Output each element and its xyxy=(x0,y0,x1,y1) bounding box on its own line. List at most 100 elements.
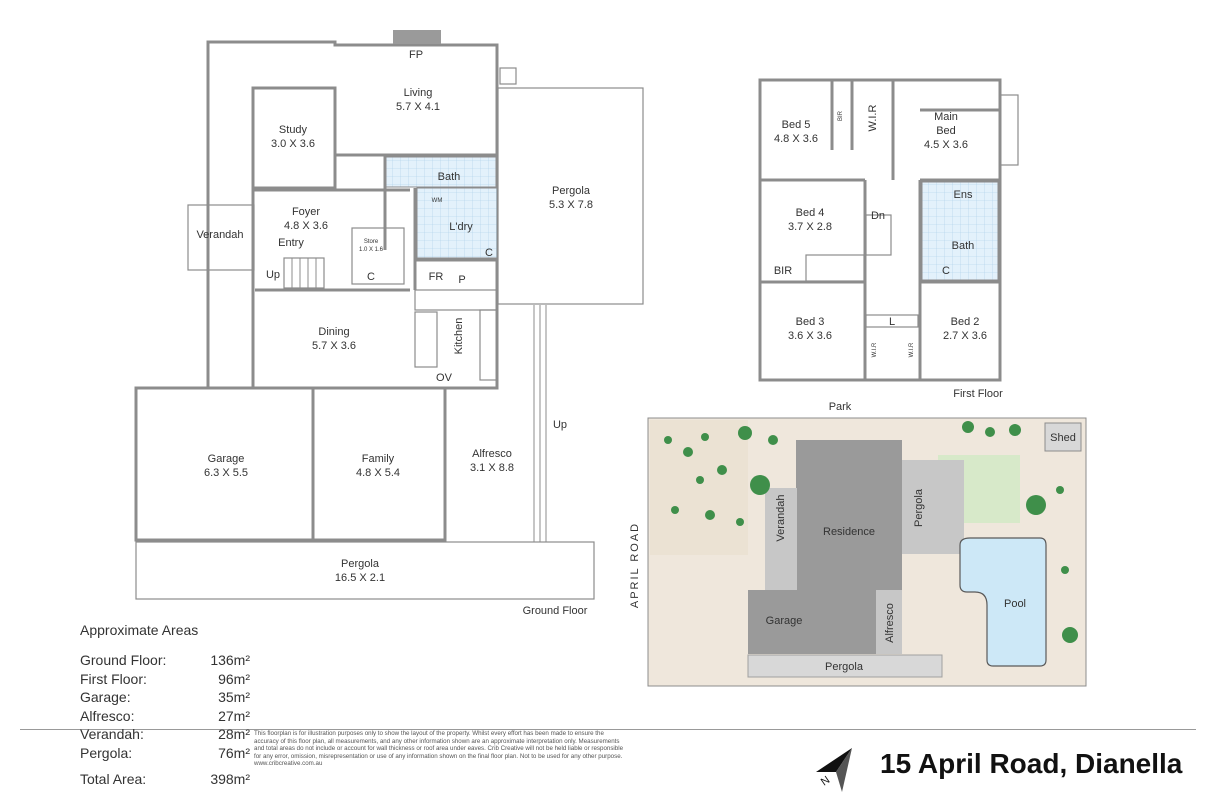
entry-name: Entry xyxy=(278,237,304,249)
garage-name: Garage xyxy=(208,453,245,465)
north-label: N xyxy=(819,774,832,788)
ramp-up-label: Up xyxy=(553,419,567,431)
shed-label: Shed xyxy=(1050,432,1076,444)
site-garage-label: Garage xyxy=(766,615,803,627)
garage-dims: 6.3 X 5.5 xyxy=(204,467,248,479)
areas-title: Approximate Areas xyxy=(80,622,199,638)
site-garage-block xyxy=(748,590,822,654)
bed2-dims: 2.7 X 3.6 xyxy=(943,330,987,342)
laundry-tiles xyxy=(416,187,498,259)
pergola-side-dims: 5.3 X 7.8 xyxy=(549,199,593,211)
area-row-value: 136m² xyxy=(210,652,250,668)
area-row-label: Pergola: xyxy=(80,744,133,761)
site-pergola-label: Pergola xyxy=(913,488,925,527)
area-row-label: Garage: xyxy=(80,689,131,705)
wir-bed3-label: W.I.R xyxy=(872,342,878,357)
property-address: 15 April Road, Dianella xyxy=(880,748,1183,779)
fp-label: FP xyxy=(409,49,423,61)
stair-up-label: Up xyxy=(266,269,280,281)
living-dims: 5.7 X 4.1 xyxy=(396,101,440,113)
area-row-label: Verandah: xyxy=(80,726,144,742)
pool-label: Pool xyxy=(1004,598,1026,610)
store-name: Store xyxy=(364,239,379,245)
linen-box xyxy=(865,314,919,328)
site-pergola-front-block xyxy=(747,654,943,678)
main-bed-line1: Main xyxy=(934,111,958,123)
area-total-row: Total Area:398m² xyxy=(80,771,250,790)
ground-floor-title: Ground Floor xyxy=(523,605,588,617)
first-floor-interior-walls xyxy=(760,80,1000,380)
residence-label: Residence xyxy=(823,526,875,538)
area-row: Ground Floor: 136m² xyxy=(80,652,250,671)
dining-name: Dining xyxy=(318,326,349,338)
store-box xyxy=(351,227,405,285)
site-alfresco-label: Alfresco xyxy=(884,603,896,643)
pergola-side-name: Pergola xyxy=(552,185,591,197)
area-row: Alfresco: 27m² xyxy=(80,708,250,727)
bed5-dims: 4.8 X 3.6 xyxy=(774,133,818,145)
ff-bath-label: Bath xyxy=(952,240,975,252)
living-name: Living xyxy=(404,87,433,99)
site-alfresco-block xyxy=(876,590,902,654)
park-label: Park xyxy=(829,401,852,413)
laundry-name: L'dry xyxy=(449,221,473,233)
study-name: Study xyxy=(279,124,308,136)
area-row-value: 27m² xyxy=(218,707,250,724)
foyer-name: Foyer xyxy=(292,206,320,218)
kitchen-name: Kitchen xyxy=(453,318,465,355)
ov-label: OV xyxy=(436,372,453,384)
approximate-areas-panel: Approximate Areas Ground Floor: 136m² Fir… xyxy=(80,622,250,790)
north-arrow-icon: N xyxy=(816,748,852,792)
alfresco-name: Alfresco xyxy=(472,448,512,460)
ff-c-label: C xyxy=(942,265,950,277)
fireplace xyxy=(393,30,441,44)
bir-left-label: BIR xyxy=(774,265,792,277)
site-verandah-label: Verandah xyxy=(775,494,787,541)
ground-bath-name: Bath xyxy=(438,171,461,183)
bir-top-label: BIR xyxy=(838,110,844,121)
pool-shape xyxy=(959,537,1047,667)
first-floor-outer-wall xyxy=(758,78,1002,382)
wir-top-label: W.I.R xyxy=(867,105,879,132)
pergola-front-outline xyxy=(135,541,595,600)
area-row-label: Alfresco: xyxy=(80,707,135,724)
verandah-name: Verandah xyxy=(196,229,243,241)
bed5-name: Bed 5 xyxy=(782,119,811,131)
linen-label: L xyxy=(889,316,895,328)
ens-label: Ens xyxy=(954,189,973,201)
area-row-label: Ground Floor: xyxy=(80,652,167,668)
wm-label: WM xyxy=(432,198,443,204)
area-row: Garage:35m² xyxy=(80,689,250,708)
area-row: Pergola: 76m² xyxy=(80,745,250,764)
first-floor-stair xyxy=(805,214,892,282)
bed2-name: Bed 2 xyxy=(951,316,980,328)
area-row: Verandah: 28m² xyxy=(80,726,250,745)
store-dims: 1.0 X 1.6 xyxy=(359,247,384,253)
area-row-value: 28m² xyxy=(218,726,250,742)
area-row-label: First Floor: xyxy=(80,670,147,687)
bed4-dims: 3.7 X 2.8 xyxy=(788,221,832,233)
site-pergola-block xyxy=(902,460,964,554)
study-dims: 3.0 X 3.6 xyxy=(271,138,315,150)
area-row-value: 76m² xyxy=(218,744,250,761)
foyer-dims: 4.8 X 3.6 xyxy=(284,220,328,232)
family-name: Family xyxy=(362,453,395,465)
road-label: APRIL ROAD xyxy=(629,522,641,608)
ground-bath-tiles xyxy=(385,156,497,188)
ground-floor-plan: FP Living 5.7 X 4.1 Study 3.0 X 3.6 Bath… xyxy=(134,30,644,617)
site-pergola-front-label: Pergola xyxy=(825,661,864,673)
fridge-pantry xyxy=(414,289,498,311)
area-row: First Floor:96m² xyxy=(80,671,250,690)
area-total-label: Total Area: xyxy=(80,771,147,787)
dn-label: Dn xyxy=(871,210,885,222)
fr-label: FR xyxy=(429,271,444,283)
family-dims: 4.8 X 5.4 xyxy=(356,467,400,479)
main-bed-dims: 4.5 X 3.6 xyxy=(924,139,968,151)
pergola-front-name: Pergola xyxy=(341,558,380,570)
site-plan: Park APRIL ROAD Shed Verandah Residence … xyxy=(629,401,1087,687)
hws-unit xyxy=(499,67,517,85)
dining-dims: 5.7 X 3.6 xyxy=(312,340,356,352)
footer-divider xyxy=(20,729,1196,730)
disclaimer-text: This floorplan is for illustration purpo… xyxy=(254,730,624,768)
